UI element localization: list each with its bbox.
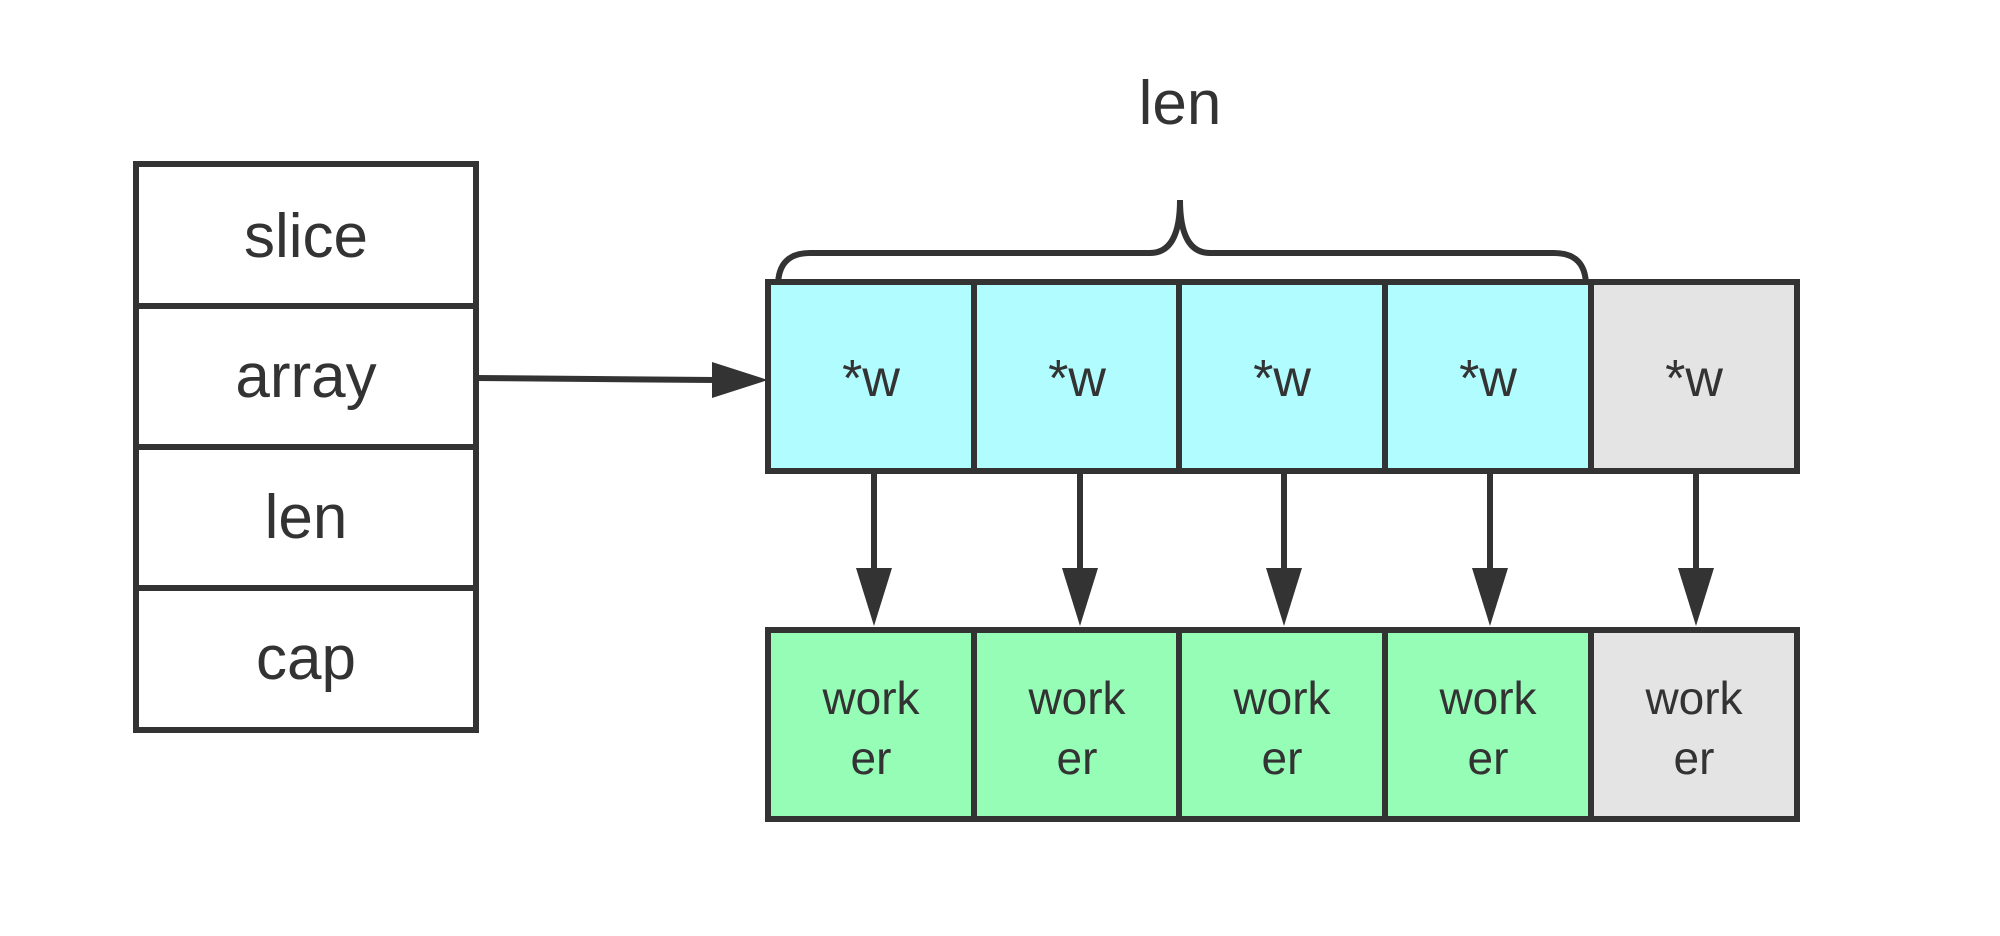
pointer-to-worker-arrows — [856, 474, 1714, 626]
worker-label-1-bottom: er — [851, 732, 892, 784]
struct-row-slice — [133, 161, 479, 309]
struct-row-cap — [133, 585, 479, 733]
worker-cell-5 — [1588, 627, 1800, 822]
struct-field-cap: cap — [256, 624, 356, 693]
down-arrow-1 — [856, 474, 892, 626]
struct-field-array: array — [235, 342, 376, 411]
pointer-cell-4 — [1382, 279, 1594, 474]
pointer-array: *w *w *w *w *w — [765, 279, 1800, 474]
worker-label-4-top: work — [1438, 672, 1537, 724]
pointer-label-4: *w — [1459, 350, 1517, 408]
down-arrow-4 — [1472, 474, 1508, 626]
worker-label-3-top: work — [1232, 672, 1331, 724]
worker-array: work er work er work er work er work er — [765, 627, 1800, 822]
worker-label-2-bottom: er — [1057, 732, 1098, 784]
worker-label-5-top: work — [1644, 672, 1743, 724]
struct-field-len: len — [265, 483, 348, 552]
pointer-cell-5 — [1588, 279, 1800, 474]
brace-shape — [775, 199, 1589, 287]
worker-cell-1 — [765, 627, 977, 822]
array-pointer-arrow — [475, 362, 768, 398]
pointer-cell-2 — [971, 279, 1182, 474]
len-brace: len — [775, 69, 1589, 287]
struct-field-slice: slice — [244, 202, 368, 271]
worker-cell-2 — [971, 627, 1182, 822]
worker-label-4-bottom: er — [1468, 732, 1509, 784]
pointer-label-3: *w — [1253, 350, 1311, 408]
pointer-label-1: *w — [842, 350, 900, 408]
worker-label-1-top: work — [821, 672, 920, 724]
worker-label-5-bottom: er — [1674, 732, 1715, 784]
pointer-label-5: *w — [1665, 350, 1723, 408]
pointer-cell-1 — [765, 279, 977, 474]
brace-label: len — [1139, 69, 1222, 138]
down-arrow-2 — [1062, 474, 1098, 626]
worker-label-3-bottom: er — [1262, 732, 1303, 784]
pointer-cell-3 — [1176, 279, 1388, 474]
worker-cell-3 — [1176, 627, 1388, 822]
worker-cell-4 — [1382, 627, 1594, 822]
pointer-label-2: *w — [1048, 350, 1106, 408]
slice-struct: slice array len cap — [133, 161, 479, 733]
struct-row-array — [133, 303, 479, 450]
down-arrow-3 — [1266, 474, 1302, 626]
worker-label-2-top: work — [1027, 672, 1126, 724]
down-arrow-5 — [1678, 474, 1714, 626]
